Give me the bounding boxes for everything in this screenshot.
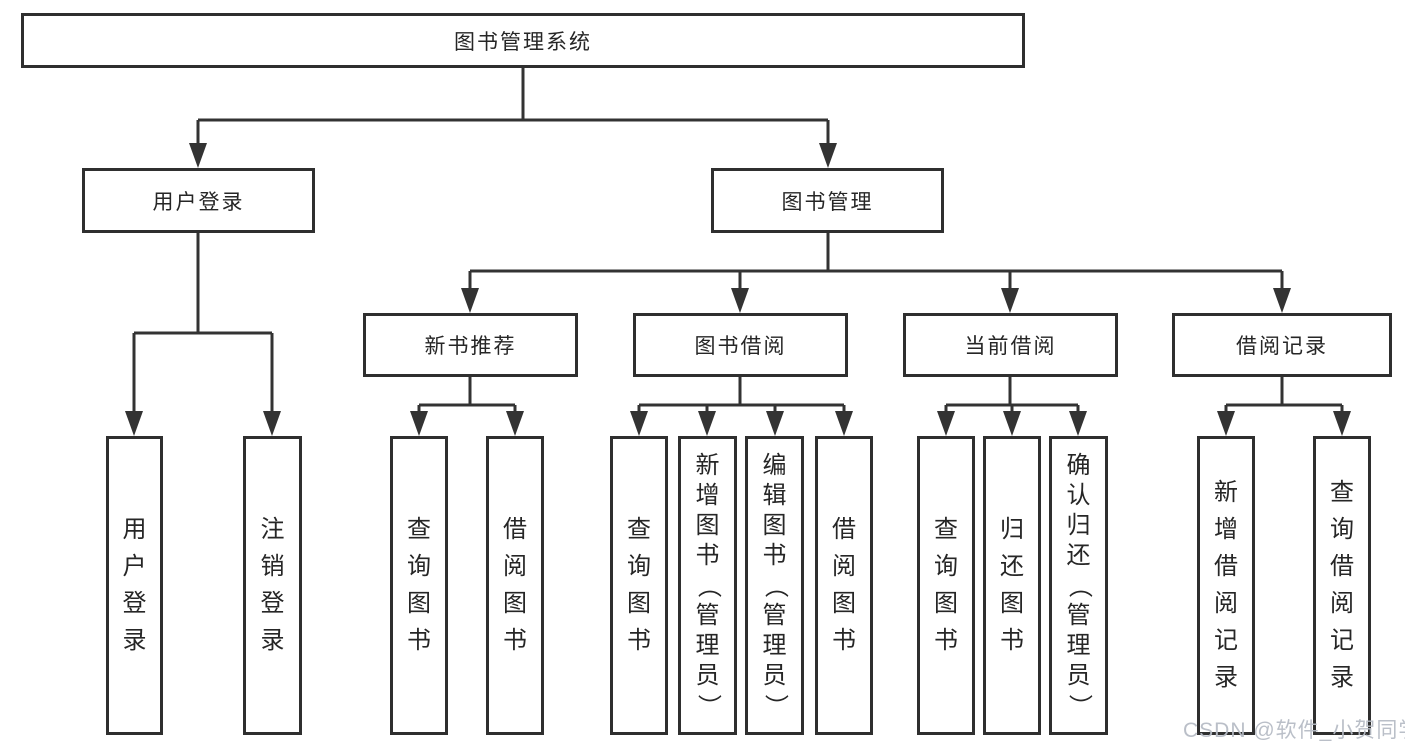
leaf-query-books-recommend: 查询图书 [390,436,448,735]
node-library-management-system: 图书管理系统 [21,13,1025,68]
node-new-book-recommend: 新书推荐 [363,313,578,377]
csdn-watermark: CSDN @软件_小贺同学 [1183,719,1405,742]
leaf-edit-books-admin: 编辑图书（管理员） [745,436,804,735]
leaf-add-books-admin: 新增图书（管理员） [678,436,737,735]
node-book-management: 图书管理 [711,168,944,233]
node-current-borrowing: 当前借阅 [903,313,1118,377]
leaf-query-books-borrowing: 查询图书 [610,436,668,735]
node-user-login: 用户登录 [82,168,315,233]
leaf-user-login: 用户登录 [106,436,163,735]
leaf-query-borrow-record: 查询借阅记录 [1313,436,1371,735]
leaf-borrow-books-recommend: 借阅图书 [486,436,544,735]
leaf-borrow-books-borrowing: 借阅图书 [815,436,873,735]
node-borrow-records: 借阅记录 [1172,313,1392,377]
node-book-borrowing: 图书借阅 [633,313,848,377]
leaf-logout: 注销登录 [243,436,302,735]
leaf-confirm-return-admin: 确认归还（管理员） [1049,436,1108,735]
leaf-query-books-current: 查询图书 [917,436,975,735]
leaf-add-borrow-record: 新增借阅记录 [1197,436,1255,735]
leaf-return-books: 归还图书 [983,436,1041,735]
arrowheads [125,143,1351,436]
